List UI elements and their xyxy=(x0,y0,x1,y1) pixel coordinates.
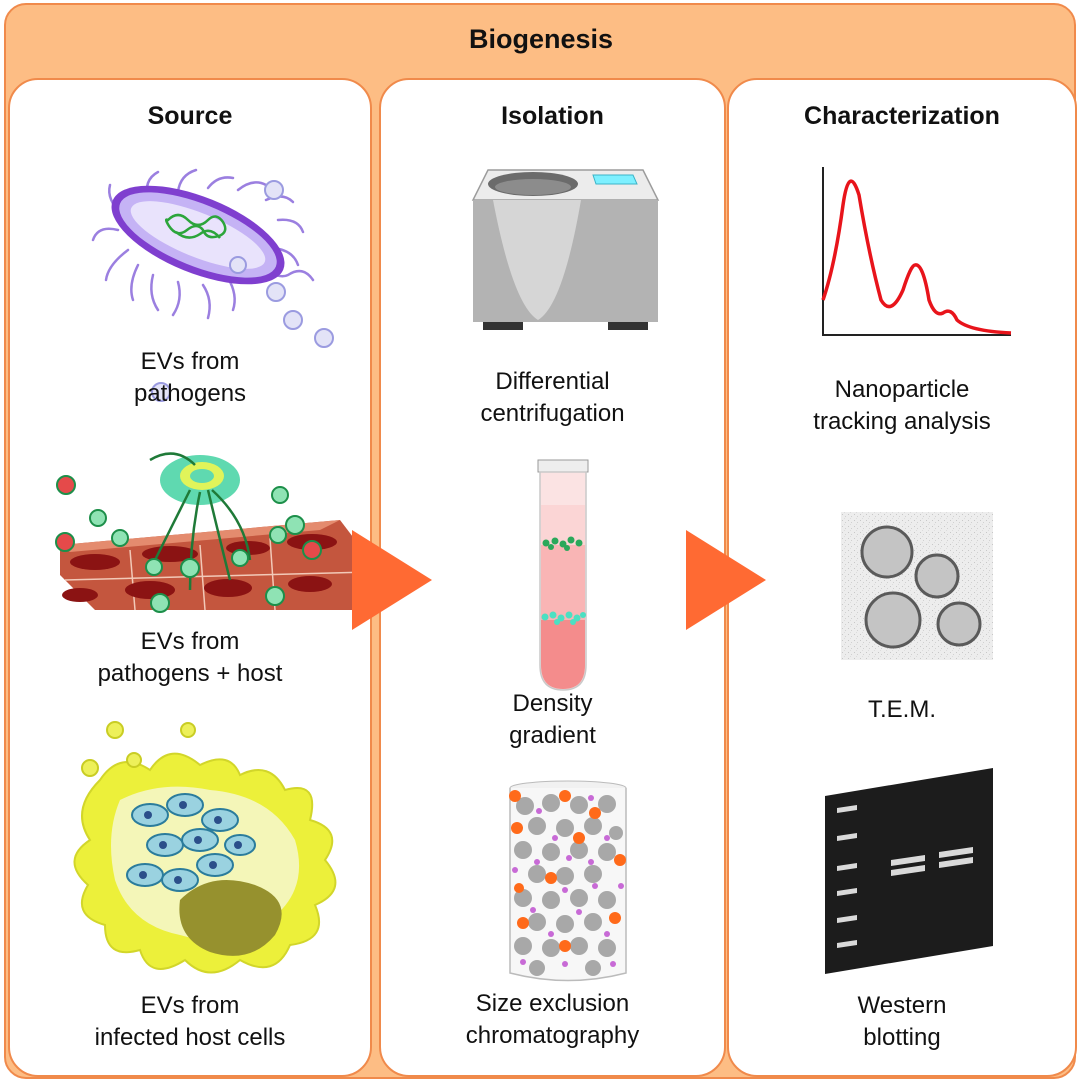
isolation-caption-3: Size exclusion chromatography xyxy=(465,990,640,1049)
source-caption-2: EVs from pathogens + host xyxy=(97,628,283,687)
western-blot-icon xyxy=(825,768,993,974)
characterization-caption-2: T.E.M. xyxy=(867,696,936,723)
isolation-column: Isolation Differential centrifugation De… xyxy=(379,78,726,1077)
electron-micrograph-icon xyxy=(841,512,993,660)
source-caption-3: EVs from infected host cells xyxy=(94,992,286,1051)
isolation-title: Isolation xyxy=(501,102,604,130)
chromatography-column-icon xyxy=(509,780,627,982)
flow-arrow-1 xyxy=(352,530,432,630)
size-distribution-plot-icon xyxy=(821,167,1012,336)
characterization-caption-3: Western blotting xyxy=(857,992,947,1051)
flow-arrow-2 xyxy=(686,530,766,630)
parasite-on-tissue-icon xyxy=(55,452,370,613)
source-column: Source EVs from pathogens xyxy=(8,78,372,1077)
isolation-caption-1: Differential centrifugation xyxy=(480,368,625,427)
characterization-title: Characterization xyxy=(804,102,1000,130)
banner-title: Biogenesis xyxy=(468,24,614,54)
test-tube-icon xyxy=(537,459,589,691)
characterization-caption-1: Nanoparticle tracking analysis xyxy=(813,376,991,435)
infected-cell-icon xyxy=(73,721,337,974)
source-caption-1: EVs from pathogens xyxy=(133,348,247,407)
isolation-caption-2: Density gradient xyxy=(509,690,596,749)
source-title: Source xyxy=(147,102,233,130)
characterization-column: Characterization Nanoparticle tracking a… xyxy=(727,78,1077,1077)
centrifuge-icon xyxy=(471,169,660,330)
bacterium-icon xyxy=(91,168,334,402)
